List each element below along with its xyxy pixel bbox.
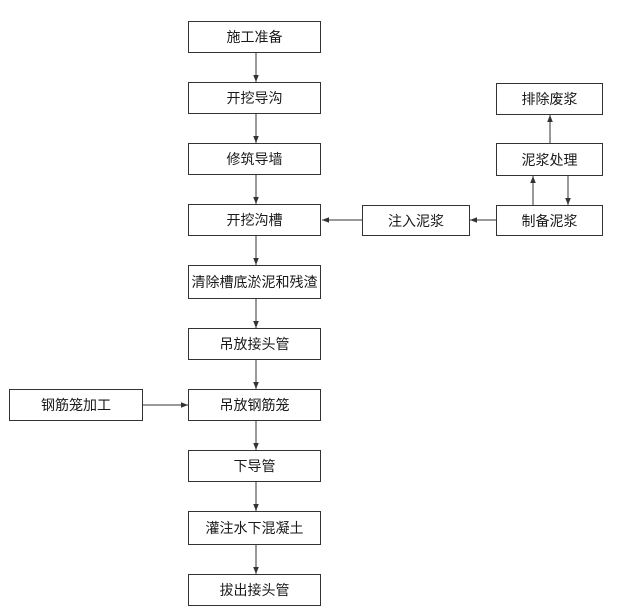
node-hoist-joint: 吊放接头管 bbox=[188, 328, 321, 360]
node-prep: 施工准备 bbox=[188, 21, 321, 53]
node-tremie: 下导管 bbox=[188, 450, 321, 482]
node-rebar-process: 钢筋笼加工 bbox=[9, 389, 143, 421]
node-guide-wall: 修筑导墙 bbox=[188, 143, 321, 175]
node-pour: 灌注水下混凝土 bbox=[188, 511, 321, 545]
node-clean: 清除槽底淤泥和残渣 bbox=[188, 265, 321, 299]
node-guide-trench: 开挖导沟 bbox=[188, 82, 321, 114]
node-waste-slurry: 排除废浆 bbox=[496, 83, 603, 115]
node-pull-joint: 拔出接头管 bbox=[188, 574, 321, 606]
node-hoist-cage: 吊放钢筋笼 bbox=[188, 389, 321, 421]
node-make-slurry: 制备泥浆 bbox=[496, 205, 603, 236]
node-excavate: 开挖沟槽 bbox=[188, 204, 321, 236]
node-inject: 注入泥浆 bbox=[362, 205, 470, 236]
node-treat-slurry: 泥浆处理 bbox=[496, 143, 603, 176]
